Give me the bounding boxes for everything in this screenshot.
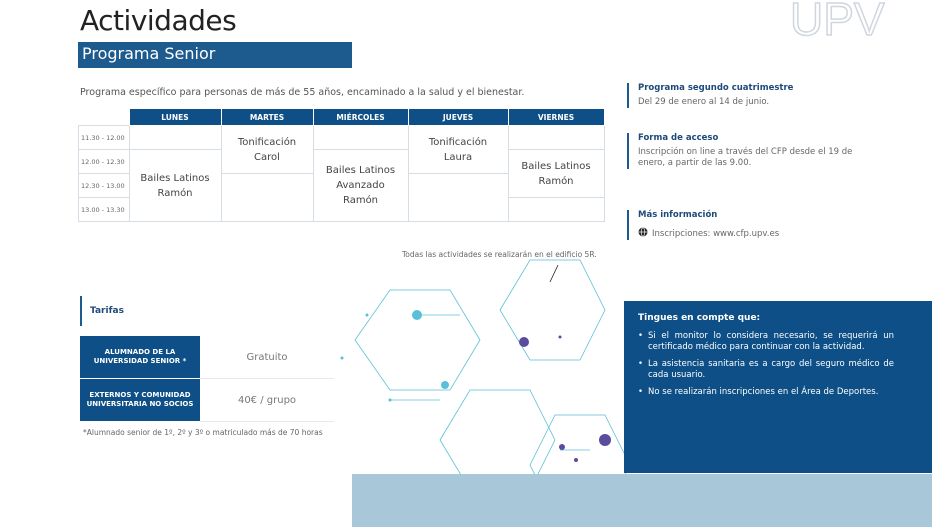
activity-jueves: Tonificación Laura xyxy=(407,125,509,174)
table-row: ALUMNADO DE LA UNIVERSIDAD SENIOR * Grat… xyxy=(80,336,334,379)
schedule-table: LUNES MARTES MIÉRCOLES JUEVES VIERNES 11… xyxy=(78,108,605,222)
tarifas-footnote: *Alumnado senior de 1º, 2º y 3º o matric… xyxy=(83,428,323,437)
notice-box: Tingues en compte que: Si el monitor lo … xyxy=(624,301,932,473)
notice-heading: Tingues en compte que: xyxy=(638,313,761,323)
list-item: La asistencia sanitaria es a cargo del s… xyxy=(638,359,894,380)
globe-icon xyxy=(638,227,648,237)
fee-value: 40€ / grupo xyxy=(200,378,334,422)
footer-band xyxy=(352,474,932,527)
day-header: MARTES xyxy=(220,108,314,126)
list-item: Si el monitor lo considera necesario, se… xyxy=(638,331,894,352)
banner-title: Programa Senior xyxy=(82,44,216,63)
table-row: EXTERNOS Y COMUNIDAD UNIVERSITARIA NO SO… xyxy=(80,378,334,422)
decorative-network-graphic xyxy=(340,259,630,516)
day-header: VIERNES xyxy=(507,108,605,126)
info-link[interactable]: Inscripciones: www.cfp.upv.es xyxy=(652,229,780,239)
info-mas: Más información Inscripciones: www.cfp.u… xyxy=(627,210,779,240)
day-header: MIÉRCOLES xyxy=(312,108,409,126)
list-item: No se realizarán inscripciones en el Áre… xyxy=(638,387,894,398)
notice-list: Si el monitor lo considera necesario, se… xyxy=(638,331,894,405)
upv-logo: UPV xyxy=(790,0,886,40)
day-header: LUNES xyxy=(128,108,222,126)
activity-miercoles: Bailes Latinos Avanzado Ramón xyxy=(312,149,409,222)
info-programa: Programa segundo cuatrimestre Del 29 de … xyxy=(627,83,793,108)
fee-label: ALUMNADO DE LA UNIVERSIDAD SENIOR * xyxy=(80,336,200,379)
time-slot: 12.30 - 13.00 xyxy=(78,173,130,198)
activity-martes: Tonificación Carol xyxy=(220,125,314,174)
intro-text: Programa específico para personas de más… xyxy=(80,87,525,98)
time-slot: 12.00 - 12.30 xyxy=(78,149,130,174)
page-title: Actividades xyxy=(80,4,237,37)
day-header: JUEVES xyxy=(407,108,509,126)
fee-label: EXTERNOS Y COMUNIDAD UNIVERSITARIA NO SO… xyxy=(80,378,200,422)
fee-value: Gratuito xyxy=(200,336,334,379)
schedule-note: Todas las actividades se realizarán en e… xyxy=(402,250,597,259)
time-slot: 11.30 - 12.00 xyxy=(78,125,130,150)
activity-viernes: Bailes Latinos Ramón xyxy=(507,149,605,198)
activity-lunes: Bailes Latinos Ramón xyxy=(128,149,222,222)
tarifas-heading: Tarifas xyxy=(80,296,124,326)
info-acceso: Forma de acceso Inscripción on line a tr… xyxy=(627,133,868,169)
svg-text:UPV: UPV xyxy=(790,0,885,40)
tarifas-table: ALUMNADO DE LA UNIVERSIDAD SENIOR * Grat… xyxy=(80,336,334,422)
time-slot: 13.00 - 13.30 xyxy=(78,197,130,222)
section-banner: Programa Senior xyxy=(78,42,352,68)
